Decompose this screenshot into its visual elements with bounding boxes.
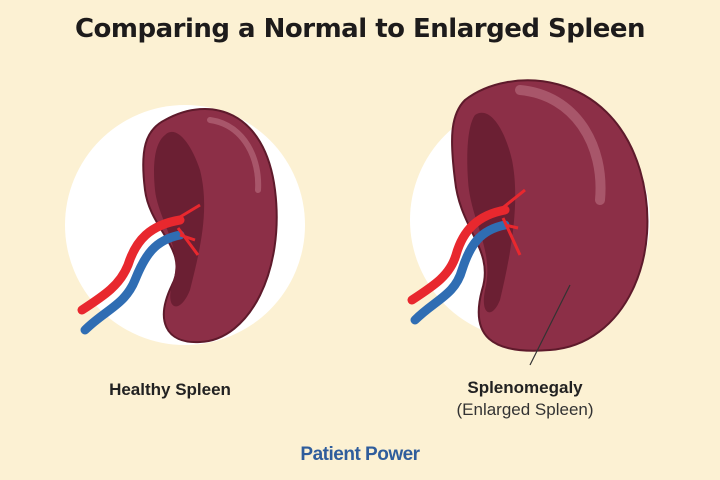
artery-icon xyxy=(407,205,510,305)
enlarged-spleen-illustration xyxy=(407,79,650,366)
artery-icon xyxy=(77,215,185,315)
brand-logo: Patient Power xyxy=(300,444,420,465)
splenomegaly-label: Splenomegaly xyxy=(467,378,583,397)
vein-icon xyxy=(410,220,510,325)
healthy-spleen-illustration xyxy=(65,105,305,345)
page-title: Comparing a Normal to Enlarged Spleen xyxy=(74,14,646,44)
healthy-spleen-label: Healthy Spleen xyxy=(109,380,231,399)
enlarged-spleen-sublabel: (Enlarged Spleen) xyxy=(456,400,594,419)
vein-icon xyxy=(80,230,185,335)
pointer-line xyxy=(529,284,571,366)
